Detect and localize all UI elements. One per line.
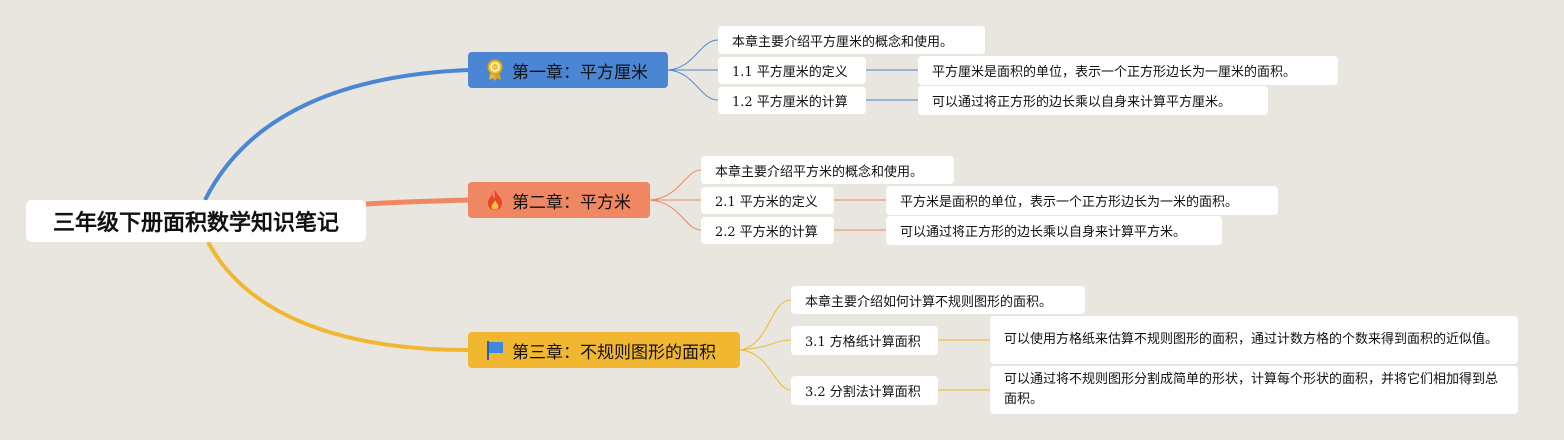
section-3-1[interactable]: 3.1 方格纸计算面积: [791, 326, 938, 355]
chapter-2-intro[interactable]: 本章主要介绍平方米的概念和使用。: [701, 156, 954, 184]
chapter-2-title: 第二章：平方米: [512, 192, 631, 213]
chapter-2-intro-text: 本章主要介绍平方米的概念和使用。: [715, 164, 924, 180]
connector-ch3-intro: [739, 299, 792, 351]
section-3-2-label: 3.2 分割法计算面积: [805, 385, 921, 400]
fire-icon: [484, 189, 506, 211]
connector-root-ch3: [206, 241, 469, 352]
chapter-3-intro-text: 本章主要介绍如何计算不规则图形的面积。: [805, 294, 1053, 310]
root-title: 三年级下册面积数学知识笔记: [52, 211, 339, 236]
flag-icon: [484, 339, 506, 361]
chapter-1-title: 第一章：平方厘米: [512, 62, 648, 83]
section-1-2-detail-text: 可以通过将正方形的边长乘以自身来计算平方厘米。: [932, 95, 1232, 110]
connector-root-ch2: [365, 197, 469, 207]
connector-ch1-s2: [667, 69, 719, 101]
connector-ch3-s2: [739, 349, 792, 391]
section-3-1-label: 3.1 方格纸计算面积: [805, 335, 921, 350]
connector-ch3-s1: [739, 339, 792, 351]
connector-ch2-intro: [649, 169, 702, 201]
chapter-3-title: 第三章：不规则图形的面积: [512, 342, 716, 363]
connector-ch1-intro: [667, 39, 719, 71]
section-1-2-detail[interactable]: 可以通过将正方形的边长乘以自身来计算平方厘米。: [918, 86, 1268, 115]
section-3-2-detail-text: 可以通过将不规则图形分割成简单的形状，计算每个形状的面积，并将它们相加得到总面积…: [1004, 372, 1499, 407]
connector-root-ch1: [203, 68, 469, 201]
chapter-1-intro-text: 本章主要介绍平方厘米的概念和使用。: [732, 34, 954, 50]
chapter-3-intro[interactable]: 本章主要介绍如何计算不规则图形的面积。: [791, 286, 1085, 314]
section-2-2[interactable]: 2.2 平方米的计算: [701, 217, 834, 244]
connector-ch2-s2: [649, 199, 702, 231]
chapter-1-intro[interactable]: 本章主要介绍平方厘米的概念和使用。: [718, 26, 985, 54]
section-2-2-detail-text: 可以通过将正方形的边长乘以自身来计算平方米。: [900, 225, 1187, 240]
root-topic[interactable]: 三年级下册面积数学知识笔记: [26, 200, 366, 242]
section-3-2-detail[interactable]: 可以通过将不规则图形分割成简单的形状，计算每个形状的面积，并将它们相加得到总面积…: [990, 366, 1518, 414]
section-3-1-detail-text: 可以使用方格纸来估算不规则图形的面积，通过计数方格的个数来得到面积的近似值。: [1004, 332, 1499, 347]
section-3-2[interactable]: 3.2 分割法计算面积: [791, 376, 938, 405]
chapter-3-topic[interactable]: 第三章：不规则图形的面积: [468, 332, 740, 368]
section-2-1[interactable]: 2.1 平方米的定义: [701, 187, 834, 214]
section-2-2-label: 2.2 平方米的计算: [715, 225, 818, 240]
section-1-2[interactable]: 1.2 平方厘米的计算: [718, 87, 866, 114]
section-1-1[interactable]: 1.1 平方厘米的定义: [718, 57, 866, 84]
chapter-1-topic[interactable]: 第一章：平方厘米: [468, 52, 668, 88]
section-1-2-label: 1.2 平方厘米的计算: [732, 95, 848, 110]
award-ribbon-icon: [484, 59, 506, 81]
section-3-1-detail[interactable]: 可以使用方格纸来估算不规则图形的面积，通过计数方格的个数来得到面积的近似值。: [990, 316, 1518, 364]
section-1-1-detail[interactable]: 平方厘米是面积的单位，表示一个正方形边长为一厘米的面积。: [918, 56, 1338, 85]
section-1-1-label: 1.1 平方厘米的定义: [732, 65, 848, 80]
chapter-2-topic[interactable]: 第二章：平方米: [468, 182, 650, 218]
section-2-2-detail[interactable]: 可以通过将正方形的边长乘以自身来计算平方米。: [886, 216, 1222, 245]
section-2-1-detail-text: 平方米是面积的单位，表示一个正方形边长为一米的面积。: [900, 195, 1239, 210]
section-2-1-label: 2.1 平方米的定义: [715, 195, 818, 210]
section-2-1-detail[interactable]: 平方米是面积的单位，表示一个正方形边长为一米的面积。: [886, 186, 1278, 215]
section-1-1-detail-text: 平方厘米是面积的单位，表示一个正方形边长为一厘米的面积。: [932, 65, 1297, 80]
